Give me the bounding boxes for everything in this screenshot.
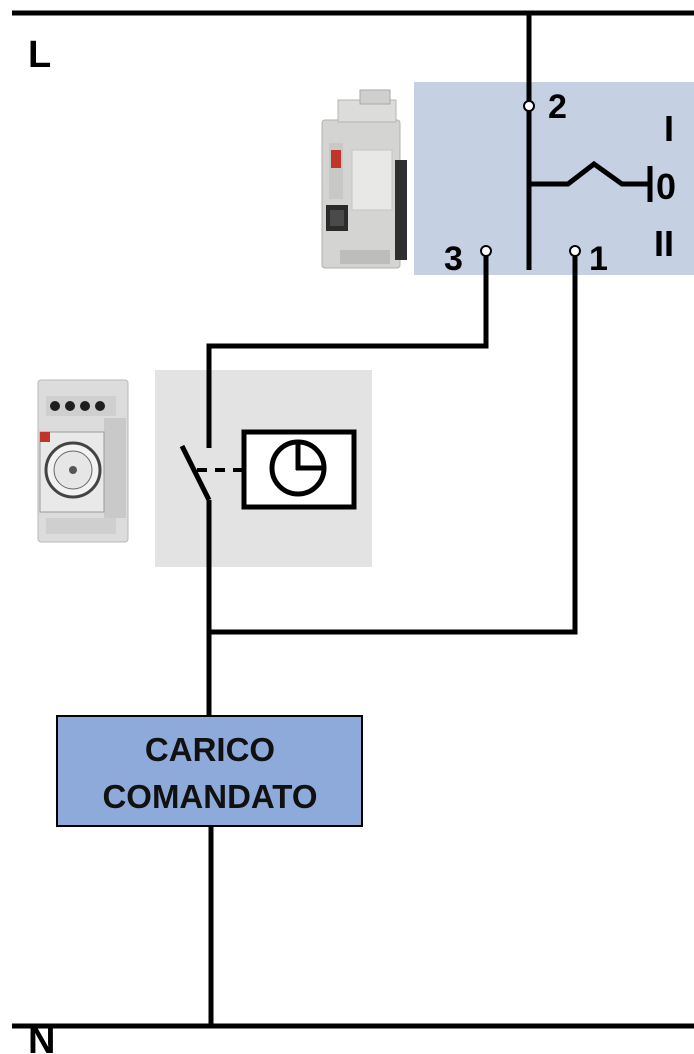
position-0-label: 0 — [656, 166, 676, 207]
din-time-switch-icon — [37, 379, 129, 543]
neutral-label: N — [28, 1020, 55, 1054]
load-label-line1: CARICO — [145, 731, 275, 768]
terminal-2-point — [523, 100, 535, 112]
terminal-3-point — [480, 245, 492, 257]
wire-terminal-3-to-timer — [206, 256, 489, 448]
din-selector-switch-icon — [321, 89, 407, 269]
terminal-1-point — [569, 245, 581, 257]
controlled-load-box — [56, 715, 363, 827]
position-II-label: II — [654, 223, 674, 264]
terminal-1-label: 1 — [589, 240, 608, 278]
wire-terminal-1-to-junction — [209, 256, 578, 635]
position-I-label: I — [664, 108, 674, 149]
terminal-2-label: 2 — [548, 88, 567, 126]
terminal-3-label: 3 — [444, 240, 463, 278]
load-label-line2: COMANDATO — [102, 778, 317, 815]
timer-contact-blade — [179, 444, 212, 502]
switch-operator — [529, 160, 650, 187]
switch-panel — [414, 82, 694, 275]
clock-icon — [269, 439, 327, 497]
phase-label: L — [28, 34, 51, 76]
